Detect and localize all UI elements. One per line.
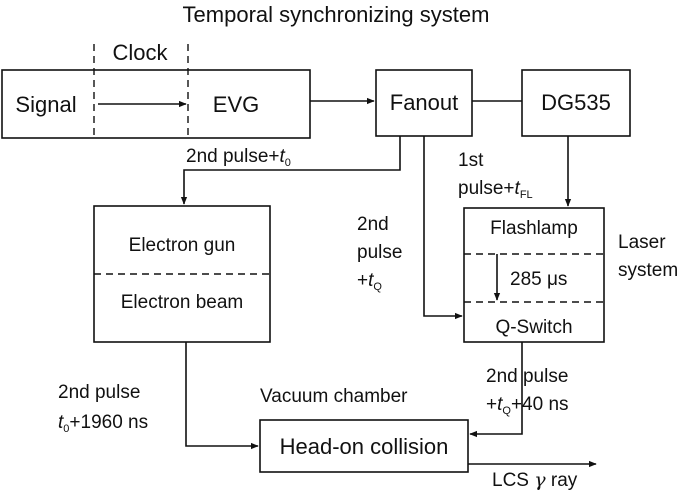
dg535-label: DG535 (541, 90, 611, 115)
collision-box (259, 419, 469, 473)
fanout-box (375, 69, 473, 137)
laser-system-label: Laser system (618, 232, 678, 281)
evg-label: EVG (213, 92, 259, 117)
fanout-to-electron-gun-arrow (180, 136, 401, 205)
signal-label: Signal (15, 92, 76, 117)
diagram-title: Temporal synchronizing system (183, 2, 490, 27)
electron-beam-to-collision-arrow (185, 342, 259, 450)
pulse-q-label: 2nd pulse +tQ (357, 214, 408, 293)
collision-label: Head-on collision (280, 434, 449, 459)
dg535-box (521, 69, 631, 137)
pulse-t0-label: 2nd pulse+t0 (186, 146, 291, 169)
electron-beam-label: Electron beam (121, 292, 244, 313)
delay-label: 285 μs (510, 269, 567, 290)
pulse-fl-label: 1st pulse+tFL (458, 150, 533, 201)
qswitch-to-collision-arrow (469, 342, 523, 438)
lcs-ray-label: LCS γ ray (492, 469, 578, 490)
fanout-label: Fanout (390, 90, 459, 115)
fanout-to-qswitch-arrow (423, 136, 463, 320)
pulse-40-label: 2nd pulse +tQ+40 ns (486, 366, 574, 417)
flashlamp-label: Flashlamp (490, 218, 578, 239)
vacuum-chamber-label: Vacuum chamber (260, 386, 408, 407)
electron-gun-label: Electron gun (129, 235, 236, 256)
pulse-1960-label: 2nd pulse t0+1960 ns (58, 382, 148, 435)
qswitch-label: Q-Switch (495, 317, 572, 338)
laser-box (463, 207, 605, 343)
clock-label: Clock (112, 40, 168, 65)
